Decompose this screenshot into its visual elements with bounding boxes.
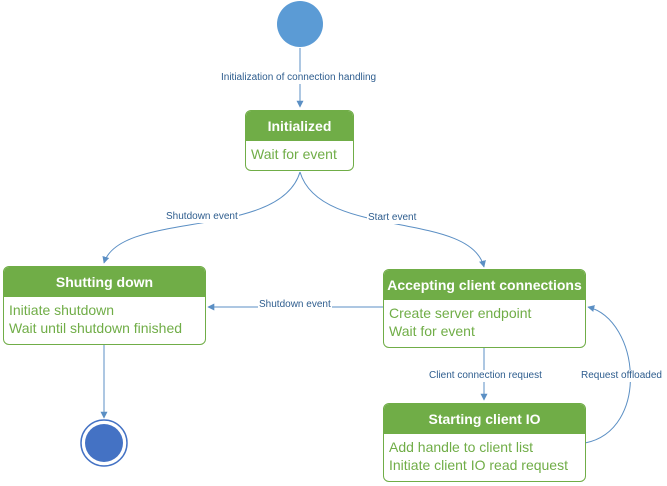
state-initialized-actions: Wait for event — [246, 141, 353, 163]
state-shutting-down-action: Initiate shutdown — [9, 302, 115, 318]
initial-node — [277, 1, 323, 47]
state-starting-io-actions: Add handle to client list Initiate clien… — [384, 434, 585, 474]
label-offloaded: Request offloaded — [580, 370, 663, 382]
state-starting-io-title: Starting client IO — [384, 404, 585, 434]
state-accepting-client-connections: Accepting client connections Create serv… — [383, 269, 586, 348]
state-shutting-down-actions: Initiate shutdown Wait until shutdown fi… — [4, 297, 205, 337]
state-initialized: Initialized Wait for event — [245, 110, 354, 171]
state-accepting-action: Wait for event — [389, 323, 475, 339]
state-starting-io-action: Initiate client IO read request — [389, 457, 568, 473]
state-accepting-actions: Create server endpoint Wait for event — [384, 300, 585, 340]
state-starting-client-io: Starting client IO Add handle to client … — [383, 403, 586, 482]
label-shutdown-from-accepting: Shutdown event — [258, 299, 332, 311]
label-client-request: Client connection request — [428, 370, 543, 382]
state-shutting-down: Shutting down Initiate shutdown Wait unt… — [3, 266, 206, 345]
state-accepting-title: Accepting client connections — [384, 270, 585, 300]
state-starting-io-action: Add handle to client list — [389, 439, 533, 455]
edge-shutdown-from-initialized — [102, 171, 301, 264]
state-initialized-action: Wait for event — [251, 146, 337, 162]
state-initialized-title: Initialized — [246, 111, 353, 141]
label-start: Start event — [367, 212, 418, 224]
state-shutting-down-action: Wait until shutdown finished — [9, 320, 183, 336]
label-initialization: Initialization of connection handling — [220, 72, 378, 84]
state-shutting-down-title: Shutting down — [4, 267, 205, 297]
state-accepting-action: Create server endpoint — [389, 305, 532, 321]
label-shutdown-from-initialized: Shutdown event — [165, 211, 239, 223]
final-node — [85, 424, 123, 462]
